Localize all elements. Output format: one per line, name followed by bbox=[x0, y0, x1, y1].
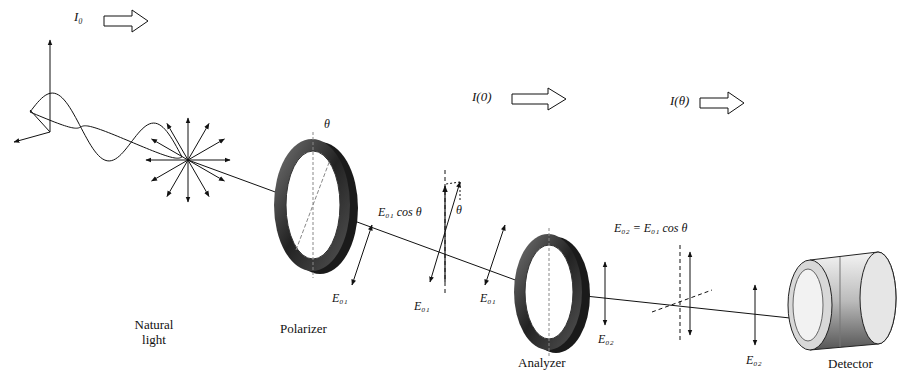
drawing-stroke bbox=[104, 10, 148, 32]
drawing-stroke bbox=[274, 132, 358, 278]
drawing-stroke bbox=[514, 228, 590, 356]
drawing-stroke bbox=[840, 257, 841, 347]
symbol-label: I₀ bbox=[72, 10, 85, 25]
drawing-stroke bbox=[444, 186, 445, 282]
drawing-stroke bbox=[30, 93, 182, 161]
symbol-label: E₀₁ bbox=[412, 300, 432, 314]
drawing-stroke bbox=[605, 245, 755, 345]
drawing-stroke bbox=[514, 234, 582, 350]
drawing-stroke bbox=[14, 132, 50, 142]
drawing-stroke bbox=[652, 290, 712, 312]
drawing-stroke bbox=[146, 118, 230, 202]
part-name: Polarizer bbox=[278, 322, 329, 337]
part-name: Detector bbox=[826, 357, 875, 372]
symbol-label: E₀₁ cos θ bbox=[376, 206, 424, 220]
drawing-stroke bbox=[485, 225, 505, 285]
drawing-stroke bbox=[680, 245, 681, 340]
drawing-stroke bbox=[430, 182, 460, 282]
drawing-stroke bbox=[788, 252, 896, 350]
symbol-label: θ bbox=[322, 118, 332, 132]
drawing-stroke bbox=[860, 252, 896, 344]
symbol-label: θ bbox=[454, 204, 464, 218]
drawing-stroke bbox=[700, 92, 744, 114]
drawing-stroke bbox=[605, 262, 606, 325]
drawing-stroke bbox=[14, 40, 50, 142]
drawing-stroke bbox=[788, 260, 832, 350]
drawing-stroke bbox=[152, 139, 225, 181]
drawing-stroke bbox=[512, 88, 566, 110]
part-name: Analyzer bbox=[516, 356, 568, 371]
drawing-stroke bbox=[430, 170, 460, 295]
drawing-stroke bbox=[104, 10, 744, 114]
symbol-label: E₀₁ bbox=[330, 292, 350, 306]
symbol-label: E₀₂ = E₀₁ cos θ bbox=[612, 222, 689, 236]
drawing-stroke bbox=[50, 40, 51, 132]
symbol-label: I(θ) bbox=[668, 94, 691, 109]
drawing-stroke bbox=[755, 285, 756, 345]
symbol-label: E₀₂ bbox=[596, 333, 616, 347]
symbol-label: E₀₂ bbox=[744, 354, 764, 368]
drawing-stroke bbox=[352, 225, 372, 285]
drawing-stroke bbox=[793, 269, 823, 341]
drawing-stroke bbox=[690, 252, 691, 335]
drawing-stroke bbox=[30, 93, 182, 161]
drawing-stroke bbox=[446, 182, 460, 184]
part-name: Natural light bbox=[122, 318, 186, 348]
symbol-label: E₀₁ bbox=[478, 292, 498, 306]
drawing-stroke bbox=[445, 170, 446, 295]
drawing-stroke bbox=[549, 228, 550, 356]
drawing-stroke bbox=[296, 160, 330, 250]
drawing-stroke bbox=[274, 139, 350, 271]
drawing-stroke bbox=[30, 112, 182, 158]
drawing-stroke bbox=[460, 182, 461, 200]
symbol-label: I(0) bbox=[470, 90, 494, 105]
